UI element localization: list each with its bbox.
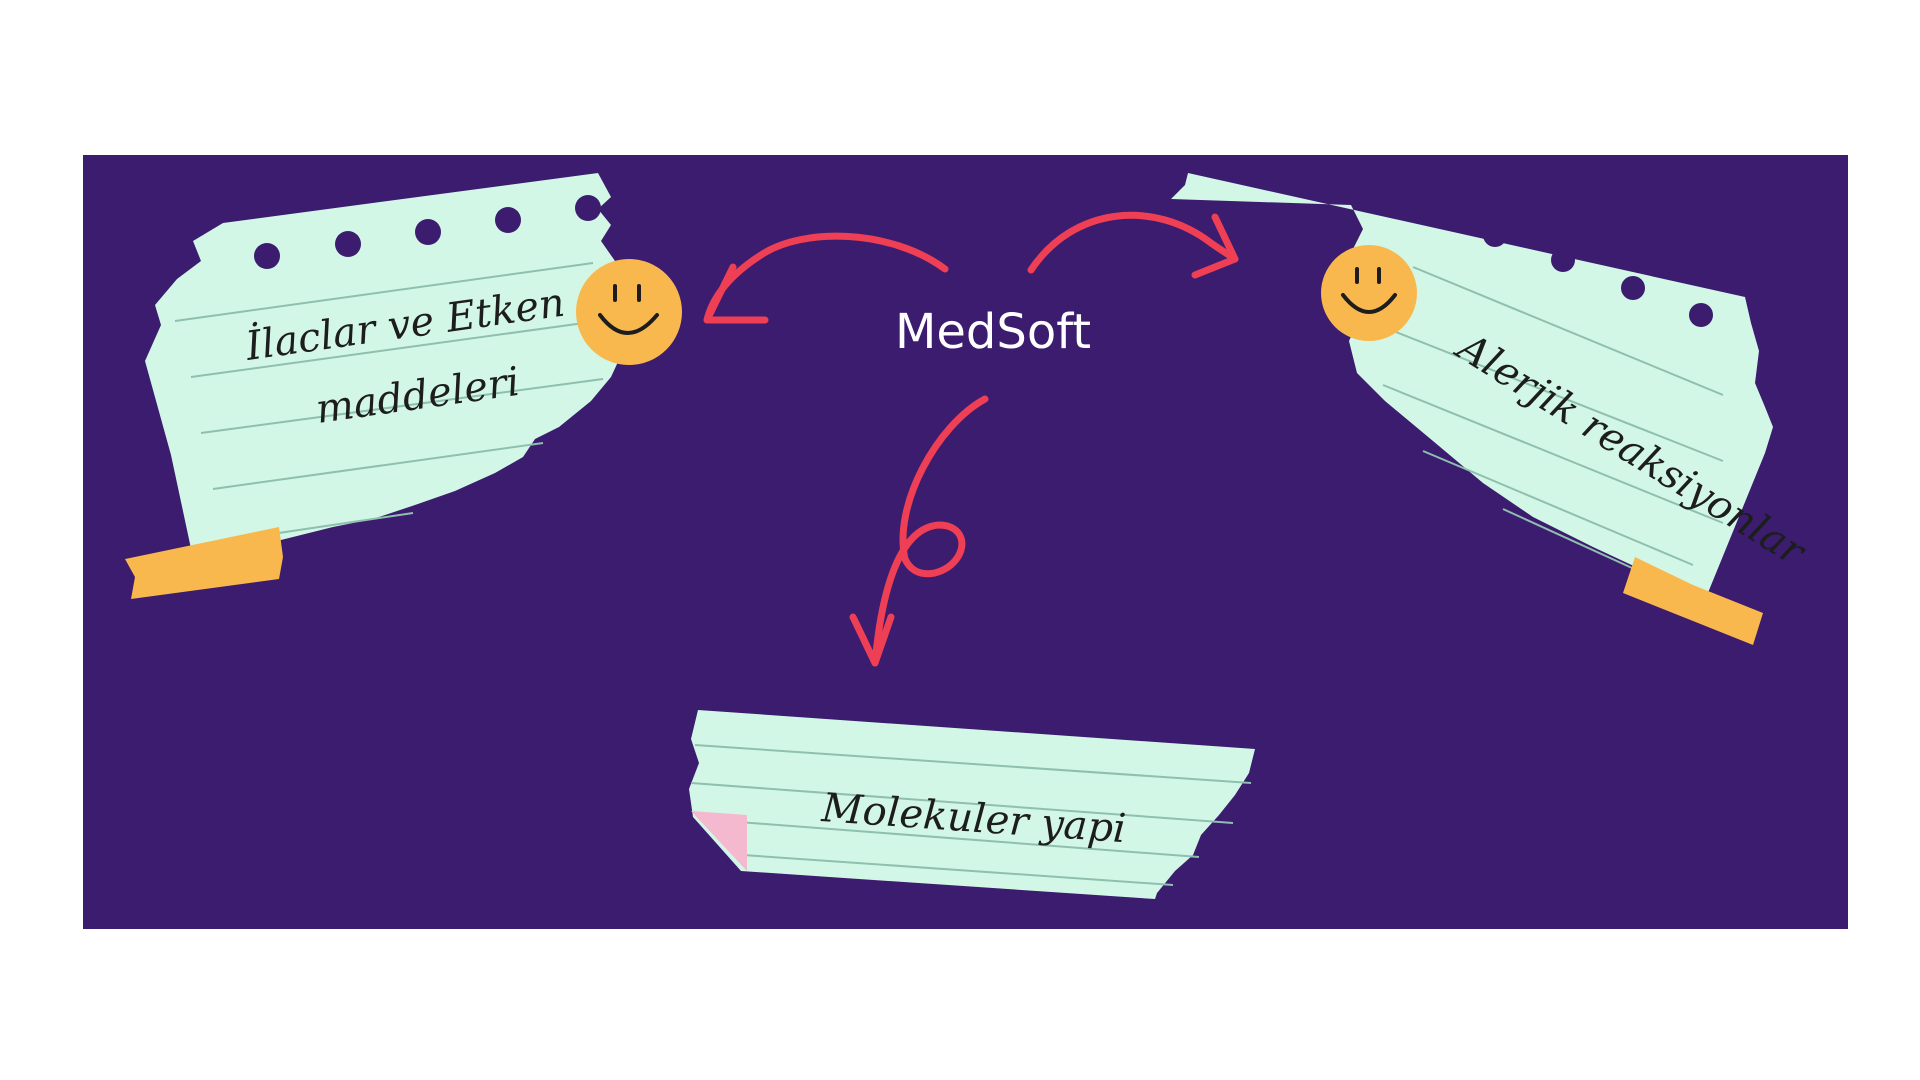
arrow-to-bottom-note xyxy=(849,395,989,667)
center-label: MedSoft xyxy=(895,304,1091,360)
note-left: İlaclar ve Etken maddeleri xyxy=(125,173,682,599)
note-left-punch-holes xyxy=(254,195,601,269)
note-right-punch-holes xyxy=(1413,195,1713,327)
note-right-paper xyxy=(1171,173,1773,605)
note-left-paper xyxy=(145,173,625,558)
arrow-to-left-note xyxy=(703,232,949,324)
note-left-lines xyxy=(174,262,614,542)
note-bottom: Molekuler yapi xyxy=(689,710,1255,899)
diagram-canvas: İlaclar ve Etken maddeleri xyxy=(125,173,1815,899)
note-bottom-lines xyxy=(690,744,1252,886)
arrow-to-right-note xyxy=(1027,211,1239,279)
note-right: Alerjik reaksiyonlar xyxy=(1171,173,1815,645)
smiley-face-icon xyxy=(1321,245,1417,341)
smiley-face-icon xyxy=(576,259,682,365)
diagram-panel: İlaclar ve Etken maddeleri xyxy=(83,155,1848,929)
note-left-tape xyxy=(125,527,283,599)
note-right-lines xyxy=(1372,266,1724,574)
note-bottom-corner-fold xyxy=(691,811,747,871)
note-right-tape xyxy=(1623,557,1763,645)
